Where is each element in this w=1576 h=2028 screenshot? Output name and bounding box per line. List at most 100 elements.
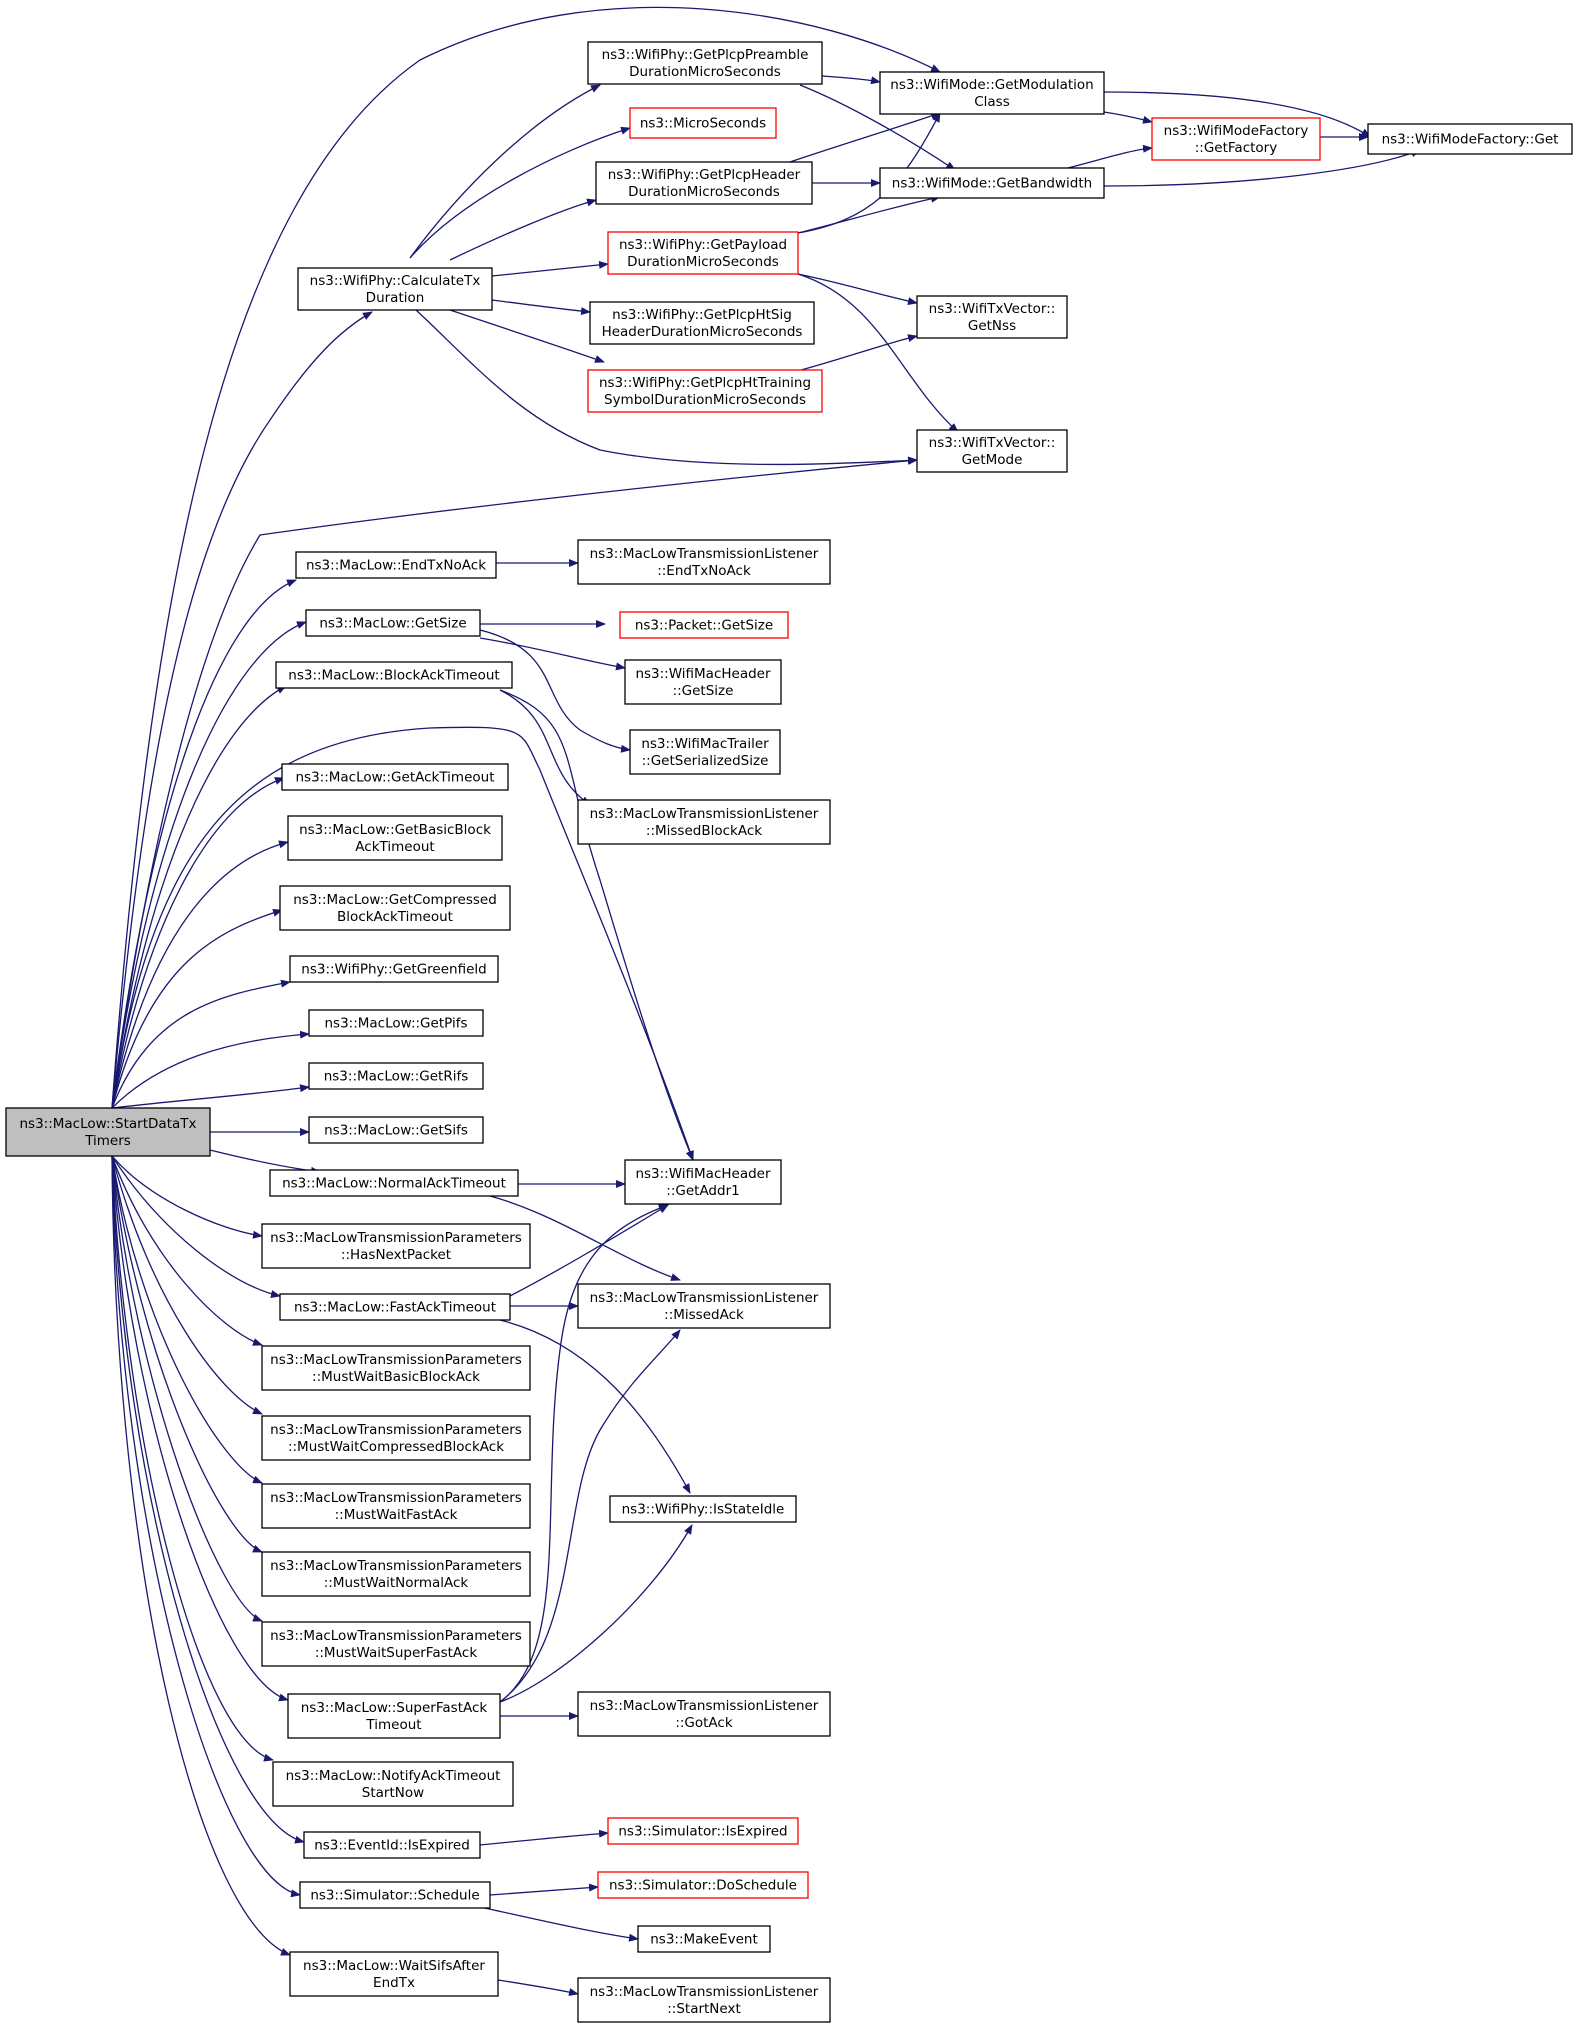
node-hasNext[interactable]: ns3::MacLowTransmissionParameters::HasNe… [261, 1223, 531, 1269]
node-getSize[interactable]: ns3::MacLow::GetSize [305, 609, 481, 637]
node-makeEvent[interactable]: ns3::MakeEvent [637, 1925, 771, 1953]
node-waitComp[interactable]: ns3::MacLowTransmissionParameters::MustW… [261, 1415, 531, 1461]
node-label: ns3::MicroSeconds [640, 116, 766, 132]
node-label: ns3::MacLow::GetRifs [324, 1069, 469, 1085]
node-waitBasic[interactable]: ns3::MacLowTransmissionParameters::MustW… [261, 1345, 531, 1391]
edge-root-to-compblock [111, 908, 283, 1109]
edge-root-to-waitcomp [111, 1155, 263, 1415]
node-evExpired[interactable]: ns3::EventId::IsExpired [303, 1831, 481, 1859]
node-label: ::MissedBlockAck [646, 823, 762, 839]
node-fastAck[interactable]: ns3::MacLow::FastAckTimeout [279, 1293, 511, 1321]
node-box [295, 551, 497, 579]
node-bandwidth[interactable]: ns3::WifiMode::GetBandwidth [879, 167, 1105, 199]
node-box [577, 1977, 831, 2023]
node-micro[interactable]: ns3::MicroSeconds [629, 107, 777, 139]
edge-hdrdur-to-modclass [789, 112, 941, 163]
edge-payload-to-getnss [797, 273, 918, 306]
node-label: ::MustWaitCompressedBlockAck [288, 1439, 504, 1455]
node-stateIdle[interactable]: ns3::WifiPhy::IsStateIdle [609, 1495, 797, 1523]
node-label: ns3::MacLowTransmissionListener [590, 1698, 819, 1714]
node-payload[interactable]: ns3::WifiPhy::GetPayloadDurationMicroSec… [607, 231, 799, 275]
node-waitNormal[interactable]: ns3::MacLowTransmissionParameters::MustW… [261, 1551, 531, 1597]
edge-root-to-waitsifs [111, 1155, 291, 1956]
edge-root-to-greenfield [111, 979, 291, 1109]
node-label: SymbolDurationMicroSeconds [604, 392, 806, 408]
node-doSchedule[interactable]: ns3::Simulator::DoSchedule [597, 1871, 809, 1899]
node-label: ns3::WifiMode::GetModulation [890, 77, 1093, 93]
node-label: AckTimeout [355, 839, 434, 855]
node-normalAck[interactable]: ns3::MacLow::NormalAckTimeout [269, 1169, 519, 1197]
edge-schedule-to-makeevent [479, 1906, 639, 1942]
edge-root-to-evexpired [111, 1155, 305, 1844]
node-label: ::StartNext [667, 2001, 741, 2017]
node-sifs[interactable]: ns3::MacLow::GetSifs [308, 1116, 484, 1144]
node-htSig[interactable]: ns3::WifiPhy::GetPlcpHtSigHeaderDuration… [589, 301, 815, 345]
edge-root-to-blockackto [111, 685, 287, 1109]
node-label: DurationMicroSeconds [627, 254, 779, 270]
node-label: ns3::MacLowTransmissionListener [590, 1290, 819, 1306]
node-label: ns3::MacLow::GetSifs [324, 1123, 468, 1139]
edge-root-to-getackto [111, 777, 285, 1109]
edge-root-to-notifyack [111, 1155, 274, 1762]
node-box [577, 1691, 831, 1737]
node-missedAck[interactable]: ns3::MacLowTransmissionListener::MissedA… [577, 1283, 831, 1329]
node-schedule[interactable]: ns3::Simulator::Schedule [299, 1881, 491, 1909]
node-box [609, 1495, 797, 1523]
edge-getsize-to-hdrsize [479, 637, 626, 671]
node-pifs[interactable]: ns3::MacLow::GetPifs [308, 1009, 484, 1037]
node-box [577, 1283, 831, 1329]
edge-schedule-to-doschedule [489, 1883, 599, 1896]
node-htTrain[interactable]: ns3::WifiPhy::GetPlcpHtTrainingSymbolDur… [587, 369, 823, 413]
node-label: ::MustWaitNormalAck [324, 1575, 469, 1591]
edge-root-to-basicblock [111, 840, 289, 1109]
node-gotAck[interactable]: ns3::MacLowTransmissionListener::GotAck [577, 1691, 831, 1737]
node-lEndTxNoAck[interactable]: ns3::MacLowTransmissionListener::EndTxNo… [577, 539, 831, 585]
node-box [261, 1223, 531, 1269]
node-label: ns3::WifiPhy::IsStateIdle [622, 1502, 785, 1518]
node-waitSuper[interactable]: ns3::MacLowTransmissionParameters::MustW… [261, 1621, 531, 1667]
node-startNext[interactable]: ns3::MacLowTransmissionListener::StartNe… [577, 1977, 831, 2023]
node-simExpired[interactable]: ns3::Simulator::IsExpired [607, 1817, 799, 1845]
node-getMode[interactable]: ns3::WifiTxVector::GetMode [916, 429, 1068, 473]
node-pktSize[interactable]: ns3::Packet::GetSize [619, 611, 789, 639]
node-label: ::MustWaitFastAck [335, 1507, 458, 1523]
edge-bandwidth-to-factory [1059, 144, 1153, 171]
node-label: DurationMicroSeconds [628, 184, 780, 200]
edge-root-to-endtxnoack [111, 579, 297, 1109]
node-hdrDur[interactable]: ns3::WifiPhy::GetPlcpHeaderDurationMicro… [595, 161, 813, 205]
node-box [269, 1169, 519, 1197]
node-label: ns3::WifiMacTrailer [641, 736, 769, 752]
node-box [595, 161, 813, 205]
node-addr1[interactable]: ns3::WifiMacHeader::GetAddr1 [624, 1159, 782, 1205]
node-rifs[interactable]: ns3::MacLow::GetRifs [308, 1062, 484, 1090]
node-box [879, 71, 1105, 115]
node-box [1151, 117, 1321, 161]
edge-root-to-calctx [111, 311, 373, 1109]
node-hdrSize[interactable]: ns3::WifiMacHeader::GetSize [624, 659, 782, 705]
node-compBlock[interactable]: ns3::MacLow::GetCompressedBlockAckTimeou… [279, 885, 511, 931]
node-getAckTo[interactable]: ns3::MacLow::GetAckTimeout [281, 763, 509, 791]
node-factoryGet[interactable]: ns3::WifiModeFactory::Get [1367, 123, 1573, 155]
node-greenfield[interactable]: ns3::WifiPhy::GetGreenfield [289, 955, 499, 983]
node-preamble[interactable]: ns3::WifiPhy::GetPlcpPreambleDurationMic… [587, 41, 823, 85]
node-trailer[interactable]: ns3::WifiMacTrailer::GetSerializedSize [629, 729, 781, 775]
node-waitFast[interactable]: ns3::MacLowTransmissionParameters::MustW… [261, 1483, 531, 1529]
node-missedBlock[interactable]: ns3::MacLowTransmissionListener::MissedB… [577, 799, 831, 845]
node-label: ns3::WifiPhy::GetPayload [619, 237, 787, 253]
node-box [308, 1009, 484, 1037]
node-factory[interactable]: ns3::WifiModeFactory::GetFactory [1151, 117, 1321, 161]
node-box [577, 539, 831, 585]
node-blockAckTo[interactable]: ns3::MacLow::BlockAckTimeout [275, 661, 513, 689]
node-box [303, 1831, 481, 1859]
node-endTxNoAck[interactable]: ns3::MacLow::EndTxNoAck [295, 551, 497, 579]
node-label: ::GetAddr1 [666, 1183, 739, 1199]
node-label: ns3::WifiMacHeader [635, 666, 771, 682]
node-getNss[interactable]: ns3::WifiTxVector::GetNss [916, 295, 1068, 339]
